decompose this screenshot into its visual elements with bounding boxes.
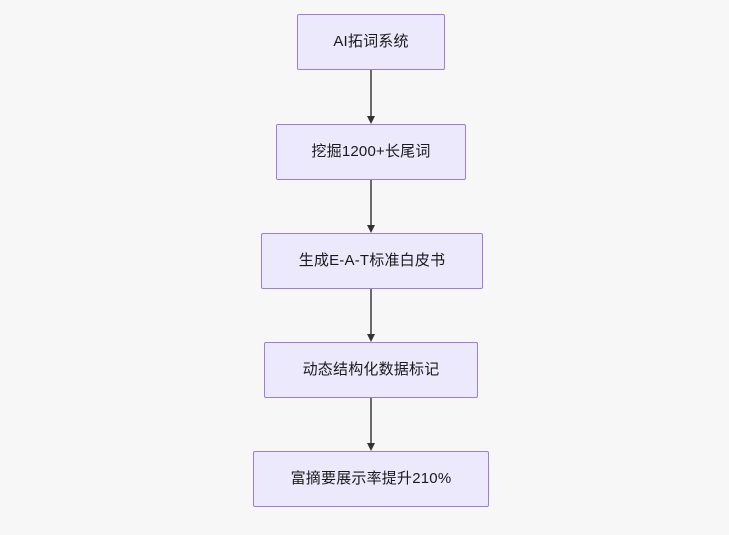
flow-node-rich-snippet-impression-uplift[interactable]: 富摘要展示率提升210% [253,451,489,507]
flow-node-generate-eat-whitepaper[interactable]: 生成E-A-T标准白皮书 [261,233,483,289]
flow-edge-line [370,70,372,116]
flow-node-dynamic-structured-data-markup[interactable]: 动态结构化数据标记 [264,342,478,398]
flow-edge-line [370,289,372,334]
arrow-down-icon [366,225,375,233]
arrow-down-icon [366,116,375,124]
flow-node-label: 富摘要展示率提升210% [290,470,452,487]
flow-node-label: 挖掘1200+长尾词 [311,143,431,160]
arrow-down-icon [366,334,375,342]
flow-node-label: AI拓词系统 [333,33,409,50]
flow-edge-line [370,398,372,443]
flow-edge-line [370,180,372,225]
arrow-down-icon [366,443,375,451]
flow-node-label: 生成E-A-T标准白皮书 [298,252,446,269]
flow-node-label: 动态结构化数据标记 [302,361,440,378]
flow-node-ai-keyword-system[interactable]: AI拓词系统 [297,14,445,70]
flow-node-mine-longtail-keywords[interactable]: 挖掘1200+长尾词 [276,124,466,180]
